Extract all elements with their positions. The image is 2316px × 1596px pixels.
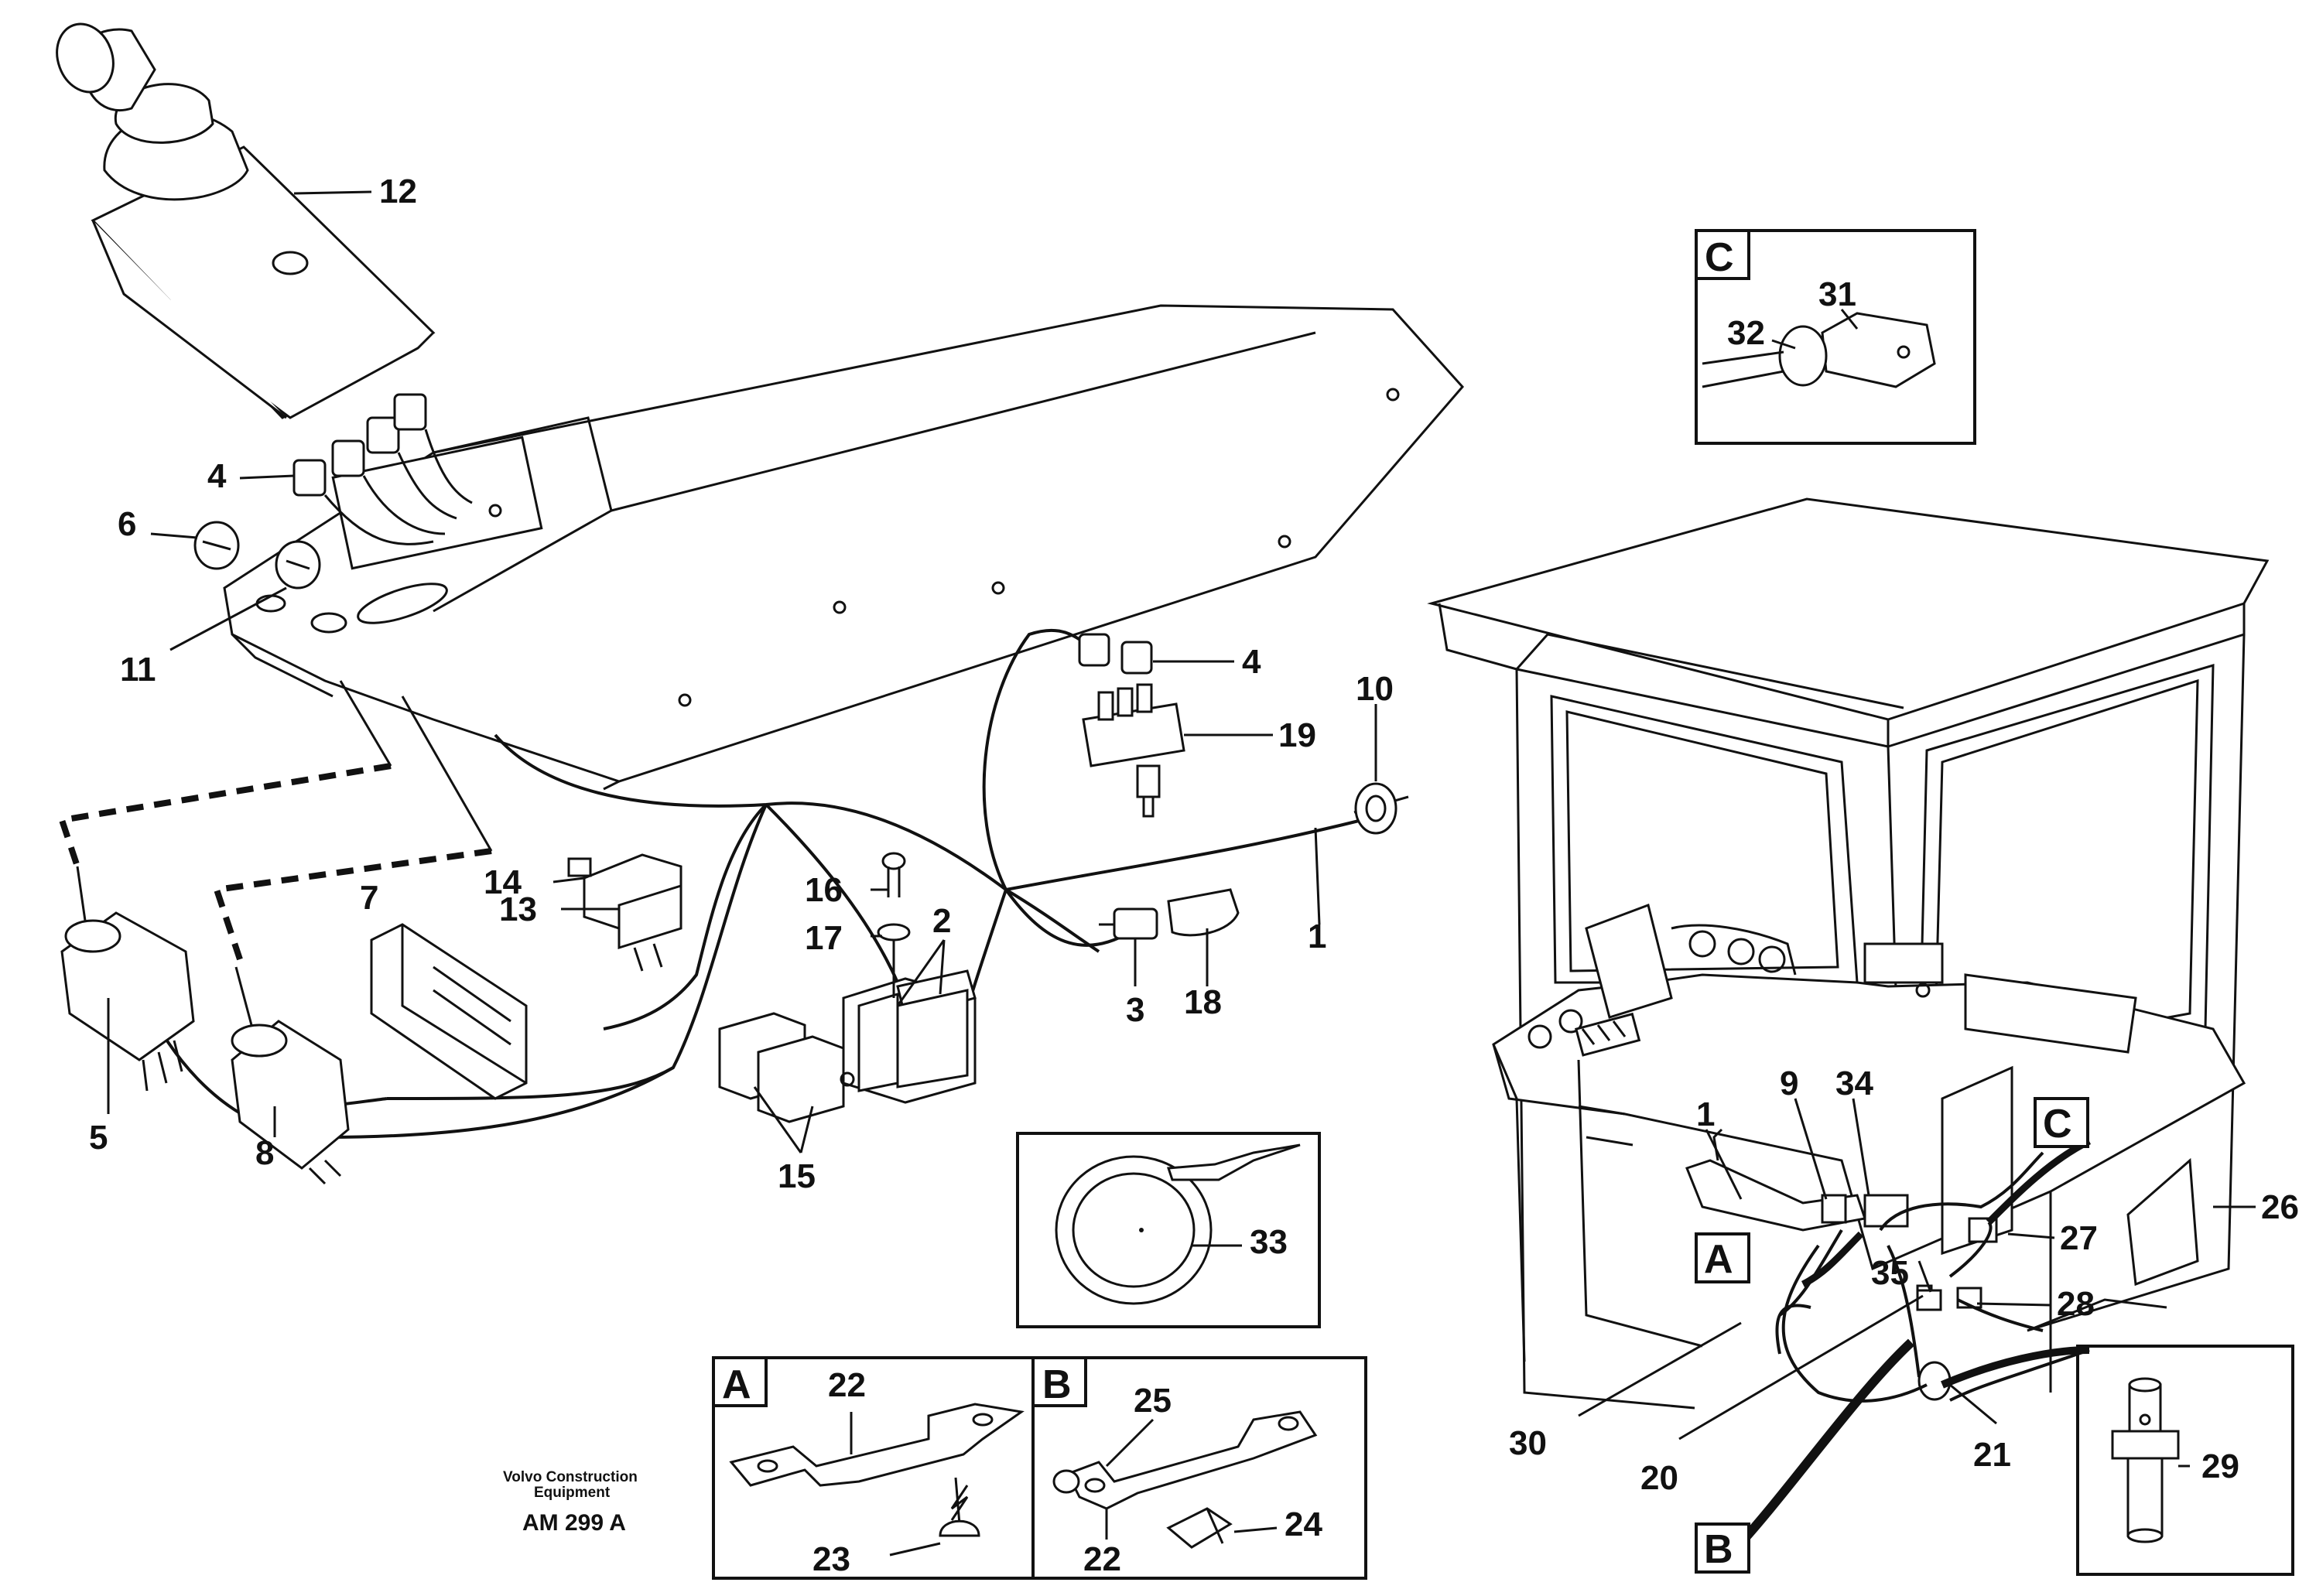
- callout-8: 8: [255, 1134, 274, 1172]
- detail-a: [712, 1356, 1048, 1580]
- callout-10: 10: [1356, 670, 1394, 708]
- callout-26: 26: [2261, 1188, 2299, 1226]
- callout-22: 22: [828, 1366, 866, 1404]
- callout-13: 13: [499, 890, 537, 928]
- detail-c: [1695, 229, 1976, 445]
- callout-21: 21: [1973, 1436, 2011, 1474]
- connector-pair: [1099, 888, 1240, 940]
- callout-29: 29: [2201, 1447, 2239, 1485]
- callout-18: 18: [1184, 983, 1222, 1021]
- relays: [718, 969, 977, 1123]
- callout-22: 22: [1083, 1540, 1121, 1578]
- callout-35: 35: [1871, 1254, 1909, 1292]
- callout-9: 9: [1780, 1065, 1798, 1102]
- detail-b-letter: B: [1042, 1362, 1072, 1407]
- callout-7: 7: [360, 879, 378, 917]
- leader-lines: [107, 190, 2256, 1557]
- cab-marker-b: B: [1695, 1523, 1750, 1574]
- electronic-module: [370, 923, 528, 1100]
- callout-16: 16: [805, 871, 843, 909]
- dashed-link-8: [212, 848, 492, 961]
- callout-3: 3: [1126, 991, 1144, 1029]
- operator-cab: [1427, 497, 2270, 1555]
- callout-2: 2: [932, 902, 951, 940]
- joystick: [56, 22, 436, 419]
- callout-32: 32: [1727, 314, 1765, 352]
- callout-17: 17: [805, 919, 843, 957]
- callout-23: 23: [812, 1540, 850, 1578]
- callout-1: 1: [1696, 1095, 1715, 1133]
- callout-11: 11: [120, 651, 156, 689]
- joystick-connectors: [292, 393, 473, 545]
- callout-31: 31: [1818, 275, 1856, 313]
- detail-c-letter: C: [1705, 235, 1734, 280]
- callout-24: 24: [1285, 1505, 1322, 1543]
- detail-b: [1031, 1356, 1367, 1580]
- svg-text:C: C: [2043, 1102, 2072, 1147]
- pressure-switch: [1078, 633, 1185, 818]
- rocker-switch: [567, 853, 682, 972]
- dashed-link-5: [57, 763, 392, 868]
- drawing-code: AM 299 A: [522, 1510, 626, 1536]
- callout-34: 34: [1835, 1065, 1873, 1102]
- callout-4: 4: [207, 457, 227, 495]
- callout-14: 14: [484, 863, 522, 901]
- callout-5: 5: [89, 1119, 108, 1157]
- callout-1: 1: [1308, 918, 1326, 955]
- callout-27: 27: [2060, 1219, 2098, 1257]
- callout-numbers: 12 4 6 11 4 10 19 14 7 13 16 17 2 1 3 18…: [89, 173, 2299, 1578]
- callout-19: 19: [1278, 716, 1316, 754]
- svg-text:B: B: [1704, 1527, 1733, 1572]
- callout-15: 15: [778, 1157, 816, 1195]
- cab-marker-a: A: [1695, 1232, 1750, 1283]
- screw-washer: [877, 852, 911, 998]
- control-panel: [223, 304, 1464, 791]
- callout-33: 33: [1250, 1223, 1288, 1261]
- callout-28: 28: [2057, 1285, 2095, 1323]
- callout-6: 6: [118, 505, 136, 543]
- grommet: [1354, 782, 1397, 835]
- callout-20: 20: [1640, 1459, 1678, 1497]
- callout-25: 25: [1134, 1382, 1172, 1420]
- callout-4: 4: [1242, 643, 1261, 681]
- detail-29: [2076, 1345, 2294, 1576]
- svg-text:A: A: [1704, 1237, 1733, 1282]
- cable-tie: [1016, 1132, 1321, 1328]
- publisher-footer: Volvo Construction Equipment AM 299 A: [503, 1469, 638, 1536]
- knobs: [193, 521, 321, 590]
- toggle-switch-5: [60, 866, 195, 1092]
- callout-12: 12: [379, 173, 417, 210]
- cab-marker-c: C: [2034, 1097, 2089, 1148]
- detail-a-letter: A: [722, 1362, 751, 1407]
- toggle-switch-8: [231, 966, 350, 1185]
- callout-30: 30: [1509, 1424, 1547, 1462]
- publisher-line-2: Equipment: [534, 1485, 611, 1501]
- publisher-line-1: Volvo Construction: [503, 1469, 638, 1485]
